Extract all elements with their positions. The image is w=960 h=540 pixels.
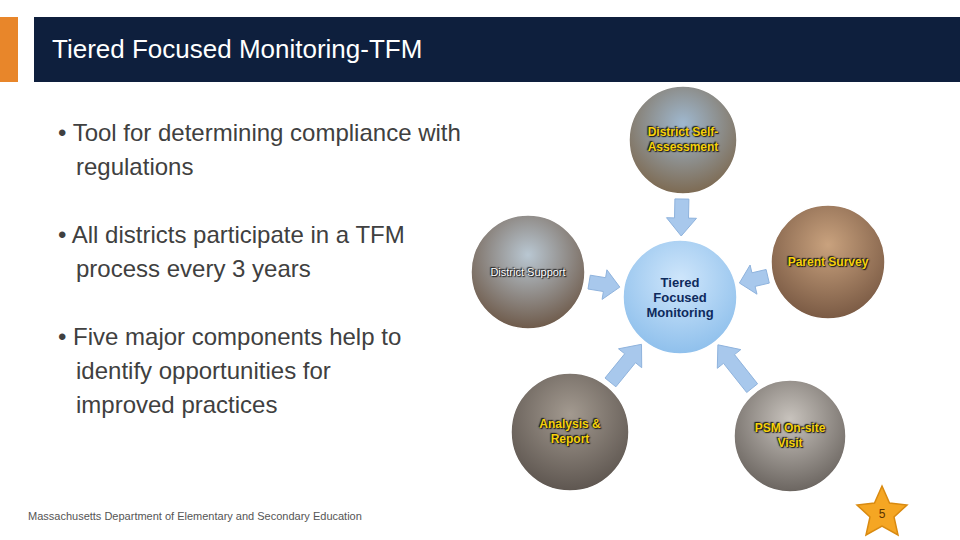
block-arrow <box>605 344 642 387</box>
node-label: District Self-Assessment <box>642 125 724 155</box>
bullet-point: • Tool for determining compliance with r… <box>58 116 466 184</box>
node-label: Tiered Focused Monitoring <box>636 275 724 320</box>
bullet-point: • Five major components help to identify… <box>58 320 436 422</box>
center-circle: Tiered Focused Monitoring <box>622 239 738 355</box>
node-text-group: Tiered Focused Monitoring <box>636 275 724 320</box>
page-number: 5 <box>872 507 892 521</box>
circle-fill <box>734 380 846 492</box>
component-circle: District Support <box>470 214 586 330</box>
block-arrow <box>588 270 620 300</box>
node-label: Parent Survey <box>788 255 869 270</box>
node-text-group: PSM On-site Visit <box>747 421 833 451</box>
slide-title: Tiered Focused Monitoring-TFM <box>52 34 422 65</box>
circle-fill <box>629 86 737 194</box>
circle-fill <box>471 215 585 329</box>
component-circle: District Self-Assessment <box>628 85 738 195</box>
component-circle: Parent Survey <box>770 204 886 320</box>
block-arrow <box>717 345 757 393</box>
node-text-group: District Support <box>490 265 565 280</box>
bullet-point: • All districts participate in a TFM pro… <box>58 218 466 286</box>
component-circle: PSM On-site Visit <box>733 379 847 493</box>
circle-fill <box>511 373 629 491</box>
page-star <box>857 486 907 535</box>
block-arrow <box>667 199 697 236</box>
circle-fill <box>771 205 885 319</box>
footer-text: Massachusetts Department of Elementary a… <box>28 510 362 522</box>
node-text-group: District Self-Assessment <box>642 125 724 155</box>
node-label: PSM On-site Visit <box>747 421 833 451</box>
node-label: Analysis & Report <box>524 417 616 447</box>
node-text-group: Parent Survey <box>788 255 869 270</box>
node-label: District Support <box>490 265 565 280</box>
accent-bar <box>0 17 18 82</box>
block-arrow <box>739 265 769 294</box>
circle-fill <box>623 240 737 354</box>
header-bar <box>34 17 960 82</box>
node-text-group: Analysis & Report <box>524 417 616 447</box>
component-circle: Analysis & Report <box>510 372 630 492</box>
